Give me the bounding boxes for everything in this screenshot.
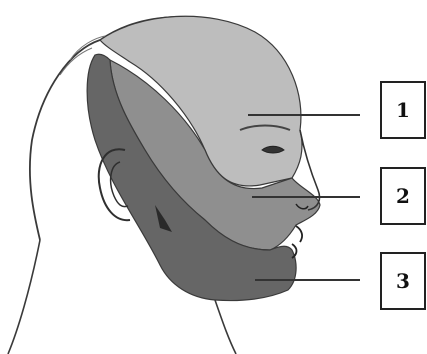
label-box-3: 3 [381, 253, 425, 309]
shoulder-outline [215, 300, 236, 354]
label-1-text: 1 [396, 98, 410, 122]
label-box-1: 1 [381, 82, 425, 138]
label-3-text: 3 [396, 269, 410, 293]
label-box-2: 2 [381, 168, 425, 224]
label-2-text: 2 [396, 184, 410, 208]
neck-outline [8, 240, 40, 354]
